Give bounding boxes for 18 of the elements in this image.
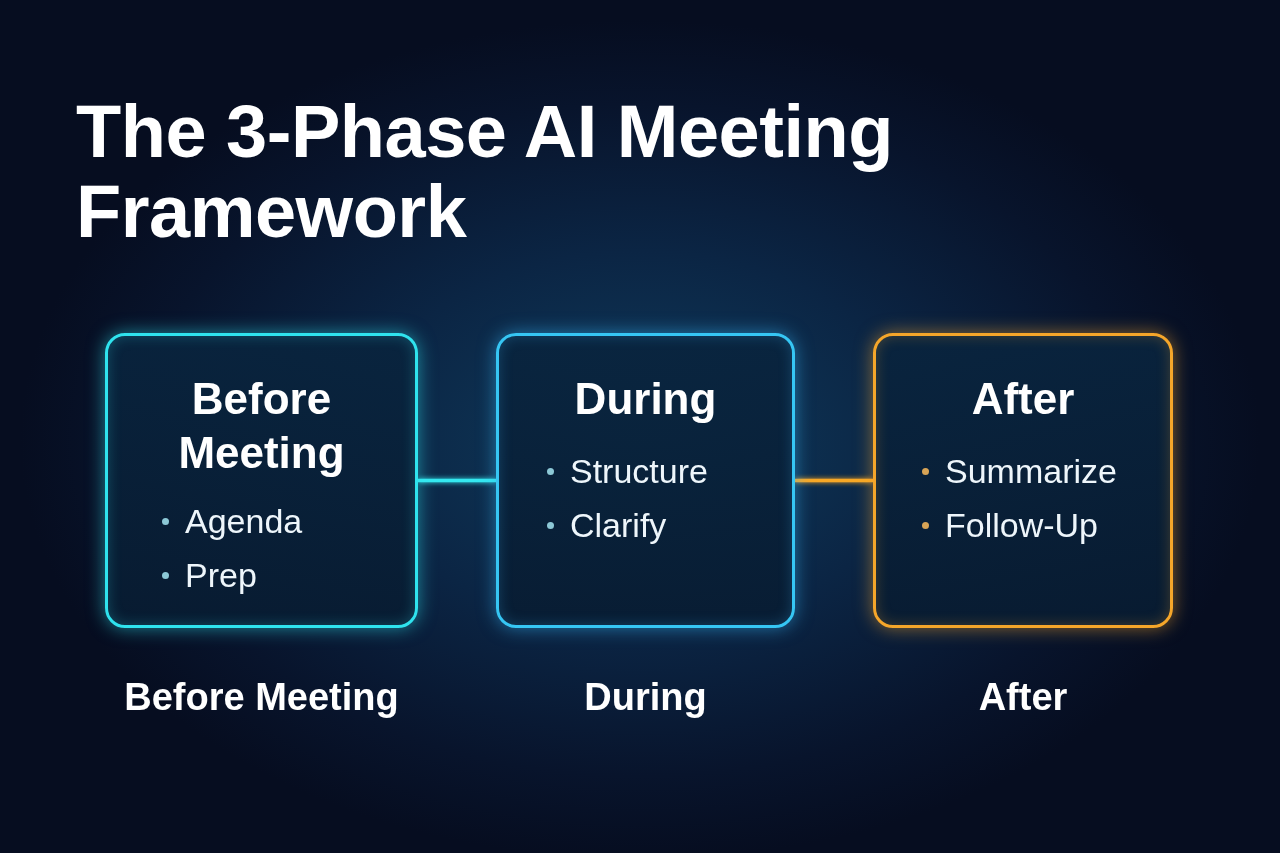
list-item: Follow-Up xyxy=(945,505,1099,545)
diagram-title: The 3-Phase AI Meeting Framework xyxy=(76,92,894,252)
connector-line xyxy=(418,478,496,483)
card-heading: After xyxy=(970,373,1076,425)
phase-caption: After xyxy=(977,675,1069,720)
list-item: Clarify xyxy=(570,505,667,545)
phase-card xyxy=(496,333,795,628)
phase-card xyxy=(105,333,418,628)
phase-caption: During xyxy=(583,675,708,720)
connector-line xyxy=(795,478,873,483)
list-item: Summarize xyxy=(945,451,1117,491)
phase-card xyxy=(873,333,1173,628)
list-item: Structure xyxy=(570,451,708,491)
list-item: Agenda xyxy=(185,501,303,541)
card-heading: Before Meeting xyxy=(177,373,346,479)
card-heading: During xyxy=(573,373,718,425)
list-item: Prep xyxy=(185,555,257,595)
phase-caption: Before Meeting xyxy=(123,675,400,720)
